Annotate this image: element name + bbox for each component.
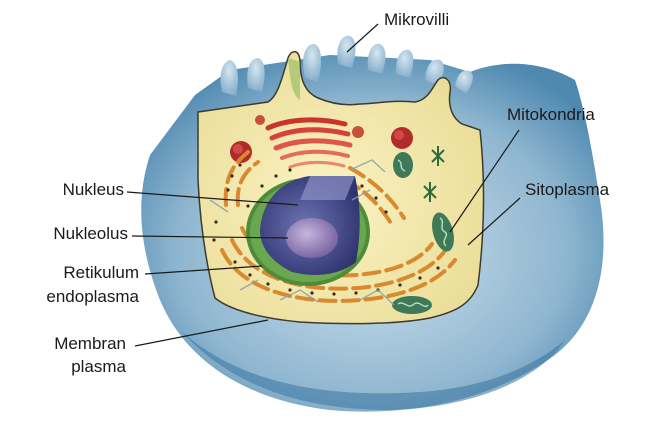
label-mikrovilli: Mikrovilli xyxy=(384,10,449,30)
label-nukleus: Nukleus xyxy=(22,180,124,200)
label-membran-line2: plasma xyxy=(20,357,126,377)
label-retikulum-line2: endoplasma xyxy=(20,287,139,307)
label-nukleolus: Nukleolus xyxy=(22,224,128,244)
label-retikulum-line1: Retikulum xyxy=(20,263,139,283)
label-membran-line1: Membran xyxy=(20,334,126,354)
label-sitoplasma: Sitoplasma xyxy=(525,180,609,200)
label-mitokondria: Mitokondria xyxy=(507,105,595,125)
